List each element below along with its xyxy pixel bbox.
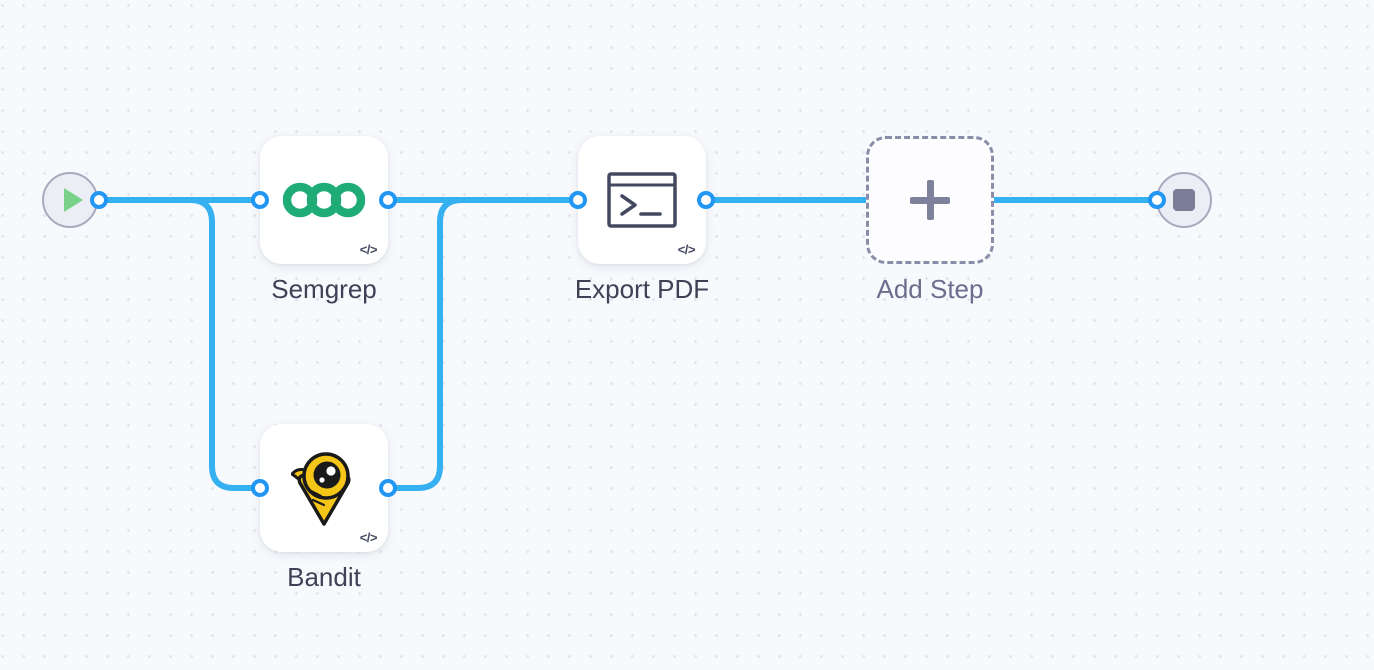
node-semgrep-input-port[interactable] — [251, 191, 269, 209]
node-bandit-input-port[interactable] — [251, 479, 269, 497]
stop-icon — [1173, 189, 1195, 211]
code-badge: </> — [359, 242, 378, 257]
code-badge: </> — [359, 530, 378, 545]
node-export-pdf-card[interactable]: </> — [578, 136, 706, 264]
node-add-step[interactable]: Add Step — [866, 136, 994, 304]
add-step-button[interactable] — [866, 136, 994, 264]
node-export-pdf-output-port[interactable] — [697, 191, 715, 209]
node-semgrep-card[interactable]: </> — [260, 136, 388, 264]
node-semgrep[interactable]: </> Semgrep — [251, 136, 397, 304]
terminal-icon — [607, 172, 677, 228]
node-bandit-label: Bandit — [287, 562, 361, 592]
code-badge: </> — [677, 242, 696, 257]
node-bandit[interactable]: </> Bandit — [251, 424, 397, 592]
start-node-output-port[interactable] — [90, 191, 108, 209]
node-bandit-output-port[interactable] — [379, 479, 397, 497]
end-node-input-port[interactable] — [1148, 191, 1166, 209]
node-semgrep-label: Semgrep — [271, 274, 377, 304]
play-icon — [63, 188, 83, 212]
bandit-logo-icon — [291, 452, 351, 526]
node-semgrep-output-port[interactable] — [379, 191, 397, 209]
node-export-pdf-label: Export PDF — [574, 274, 710, 304]
start-node[interactable] — [42, 172, 98, 228]
edge-start-to-bandit — [96, 197, 264, 491]
node-export-pdf[interactable]: </> Export PDF — [569, 136, 715, 304]
plus-icon — [910, 180, 950, 220]
node-export-pdf-input-port[interactable] — [569, 191, 587, 209]
semgrep-logo-icon — [283, 182, 365, 218]
node-add-step-label: Add Step — [876, 274, 984, 304]
edge-bandit-to-exportpdf — [384, 197, 582, 491]
node-bandit-card[interactable]: </> — [260, 424, 388, 552]
